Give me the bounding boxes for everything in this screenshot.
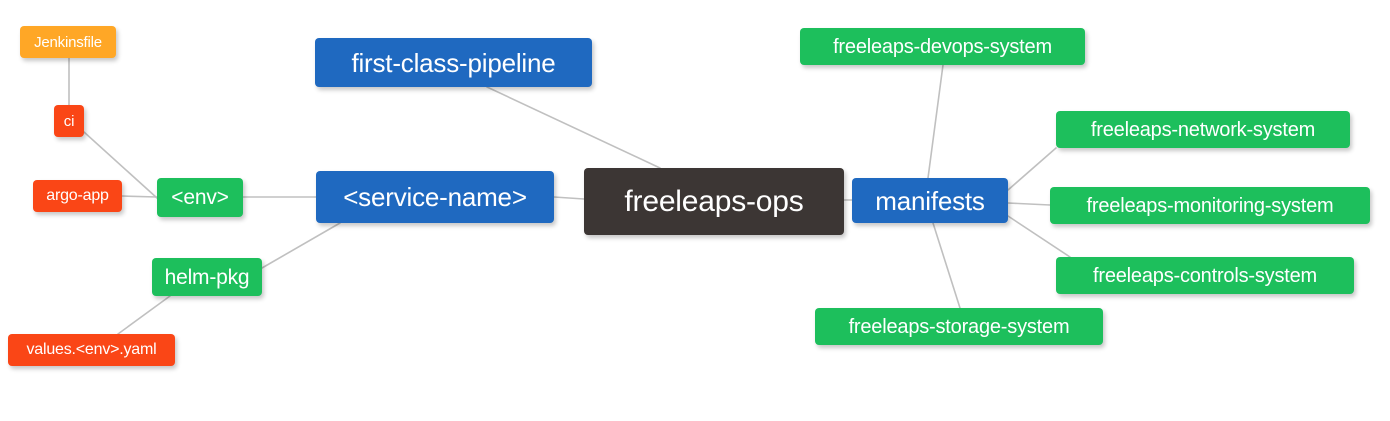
edge-manifests-to-freeleaps-storage-system xyxy=(932,222,961,309)
mindmap-node-freeleaps-storage-system[interactable]: freeleaps-storage-system xyxy=(815,308,1103,345)
edge-service-name-to-freeleaps-ops xyxy=(553,196,585,200)
mindmap-node-label: freeleaps-storage-system xyxy=(848,315,1070,338)
mindmap-node-values.<env>.yaml[interactable]: values.<env>.yaml xyxy=(8,334,175,366)
mindmap-node-label: first-class-pipeline xyxy=(351,47,556,78)
mindmap-node-env[interactable]: <env> xyxy=(157,178,243,217)
mindmap-node-ci[interactable]: ci xyxy=(54,105,84,137)
mindmap-node-freeleaps-ops[interactable]: freeleaps-ops xyxy=(584,168,844,235)
mindmap-node-freeleaps-controls-system[interactable]: freeleaps-controls-system xyxy=(1056,257,1354,294)
mindmap-node-label: Jenkinsfile xyxy=(34,33,102,51)
mindmap-node-label: ci xyxy=(63,112,75,130)
mindmap-node-label: freeleaps-ops xyxy=(624,184,804,218)
mindmap-node-label: freeleaps-network-system xyxy=(1090,118,1316,141)
mindmap-node-label: <env> xyxy=(171,186,229,209)
mindmap-node-freeleaps-network-system[interactable]: freeleaps-network-system xyxy=(1056,111,1350,148)
mindmap-node-service-name[interactable]: <service-name> xyxy=(316,171,554,223)
edge-first-class-pipeline-to-freeleaps-ops xyxy=(486,86,661,169)
mindmap-node-label: values.<env>.yaml xyxy=(26,341,157,358)
mindmap-node-argo-app[interactable]: argo-app xyxy=(33,180,122,212)
mindmap-node-manifests[interactable]: manifests xyxy=(852,178,1008,223)
edge-manifests-to-freeleaps-monitoring-system xyxy=(1007,202,1051,206)
edge-service-name-to-helm-pkg xyxy=(261,222,341,269)
edge-argo-app-to-env xyxy=(121,195,158,198)
mindmap-node-label: freeleaps-controls-system xyxy=(1093,264,1317,287)
mindmap-node-label: freeleaps-devops-system xyxy=(833,35,1052,58)
mindmap-node-label: <service-name> xyxy=(343,182,527,212)
mindmap-node-label: argo-app xyxy=(46,187,109,204)
mindmap-node-freeleaps-monitoring-system[interactable]: freeleaps-monitoring-system xyxy=(1050,187,1370,224)
mindmap-node-first-class-pipeline[interactable]: first-class-pipeline xyxy=(315,38,592,87)
mindmap-node-Jenkinsfile[interactable]: Jenkinsfile xyxy=(20,26,116,58)
mindmap-node-freeleaps-devops-system[interactable]: freeleaps-devops-system xyxy=(800,28,1085,65)
mindmap-node-helm-pkg[interactable]: helm-pkg xyxy=(152,258,262,296)
mindmap-node-label: manifests xyxy=(875,185,985,216)
edge-manifests-to-freeleaps-network-system xyxy=(1007,147,1057,191)
mindmap-node-label: helm-pkg xyxy=(164,265,250,289)
mindmap-node-label: freeleaps-monitoring-system xyxy=(1086,194,1334,217)
edge-manifests-to-freeleaps-devops-system xyxy=(927,64,944,179)
edge-helm-pkg-to-values.<env>.yaml xyxy=(117,295,171,335)
